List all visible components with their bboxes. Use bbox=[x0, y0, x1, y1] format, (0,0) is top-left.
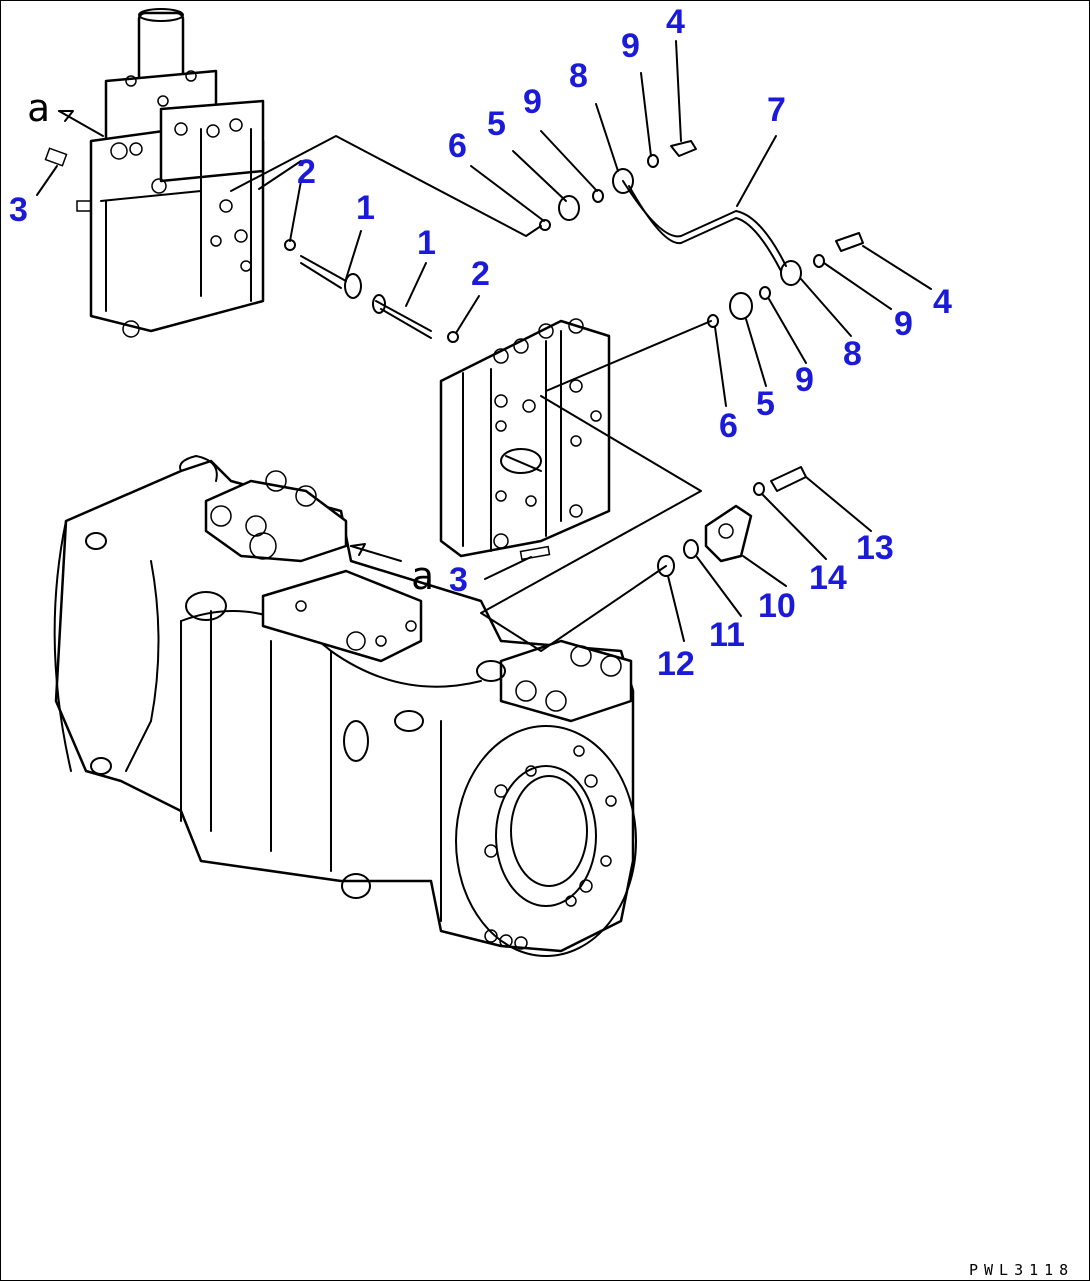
callout-9-upper-right: 9 bbox=[621, 27, 640, 65]
view-letter-a-upper: a bbox=[27, 86, 50, 130]
small-parts bbox=[44, 140, 864, 577]
callout-9-lower-right: 9 bbox=[894, 305, 913, 343]
callout-4-upper: 4 bbox=[666, 3, 685, 41]
callout-7: 7 bbox=[767, 91, 786, 129]
callout-13: 13 bbox=[856, 529, 894, 567]
callout-3-lower: 3 bbox=[449, 561, 468, 599]
callout-8-upper: 8 bbox=[569, 57, 588, 95]
callout-1-lower: 1 bbox=[417, 224, 436, 262]
lower-control-valve bbox=[439, 318, 611, 558]
callout-9-lower-left: 9 bbox=[795, 361, 814, 399]
callout-6-upper: 6 bbox=[448, 127, 467, 165]
callout-1-upper: 1 bbox=[356, 189, 375, 227]
callout-8-lower: 8 bbox=[843, 335, 862, 373]
main-pump bbox=[53, 455, 637, 957]
view-arrows bbox=[58, 110, 402, 562]
callout-12: 12 bbox=[657, 645, 695, 683]
callout-5-upper: 5 bbox=[487, 105, 506, 143]
view-letter-a-lower: a bbox=[411, 554, 434, 598]
callout-9-upper-left: 9 bbox=[523, 83, 542, 121]
drawing-code: PWL3118 bbox=[969, 1261, 1075, 1279]
callout-4-lower: 4 bbox=[933, 283, 952, 321]
callout-14: 14 bbox=[809, 559, 847, 597]
callout-3-upper: 3 bbox=[9, 191, 28, 229]
callout-11: 11 bbox=[709, 616, 745, 654]
leader-lines bbox=[36, 40, 932, 652]
callout-2-upper: 2 bbox=[297, 153, 316, 191]
callout-6-lower: 6 bbox=[719, 407, 738, 445]
callout-10: 10 bbox=[758, 587, 796, 625]
upper-control-valve bbox=[76, 8, 265, 338]
callout-5-lower: 5 bbox=[756, 385, 775, 423]
callout-2-lower: 2 bbox=[471, 255, 490, 293]
